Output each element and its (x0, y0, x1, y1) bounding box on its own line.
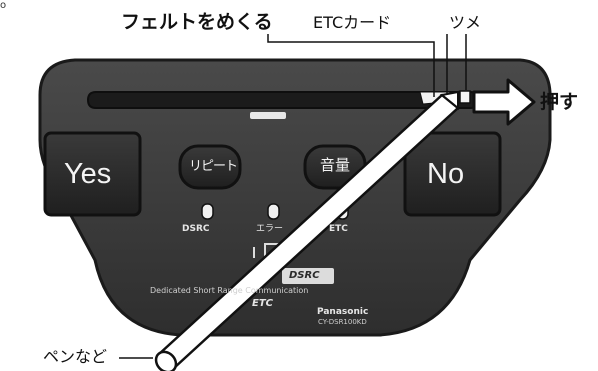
dsrc-logo: DSRC (289, 270, 320, 281)
label-felt: フェルトをめくる (121, 11, 273, 33)
dsrc-logo-box (282, 268, 334, 284)
pen (154, 90, 460, 371)
led-label-etc: ETC (329, 224, 348, 234)
card-slot (86, 91, 480, 109)
led-error (267, 203, 280, 220)
led-label-dsrc: DSRC (182, 224, 210, 234)
etc-logo: ETC (252, 298, 273, 309)
volume-label: 音量 (320, 156, 351, 174)
felt-sheet (250, 112, 286, 119)
led-dsrc (201, 203, 214, 220)
no-label: No (427, 158, 465, 190)
release-tab[interactable] (459, 90, 471, 104)
device-line1: Dedicated Short Range Communication (150, 286, 309, 295)
label-push: 押す (540, 91, 579, 113)
label-pen: ペンなど (43, 347, 108, 366)
brand-name: Panasonic (317, 307, 369, 317)
repeat-button[interactable] (178, 144, 242, 190)
label-etc-card: ETCカード (313, 13, 392, 32)
no-button[interactable] (403, 131, 502, 217)
yes-button[interactable] (43, 131, 142, 217)
label-tsume: ツメ (449, 13, 482, 32)
push-arrow (472, 78, 536, 126)
leader-felt (267, 34, 435, 97)
corner-mark: o (0, 0, 7, 11)
yes-label: Yes (64, 158, 112, 190)
led-label-error: エラー (256, 224, 284, 234)
model-number: CY-DSR100KD (318, 318, 367, 326)
repeat-label: リピート (189, 159, 238, 174)
